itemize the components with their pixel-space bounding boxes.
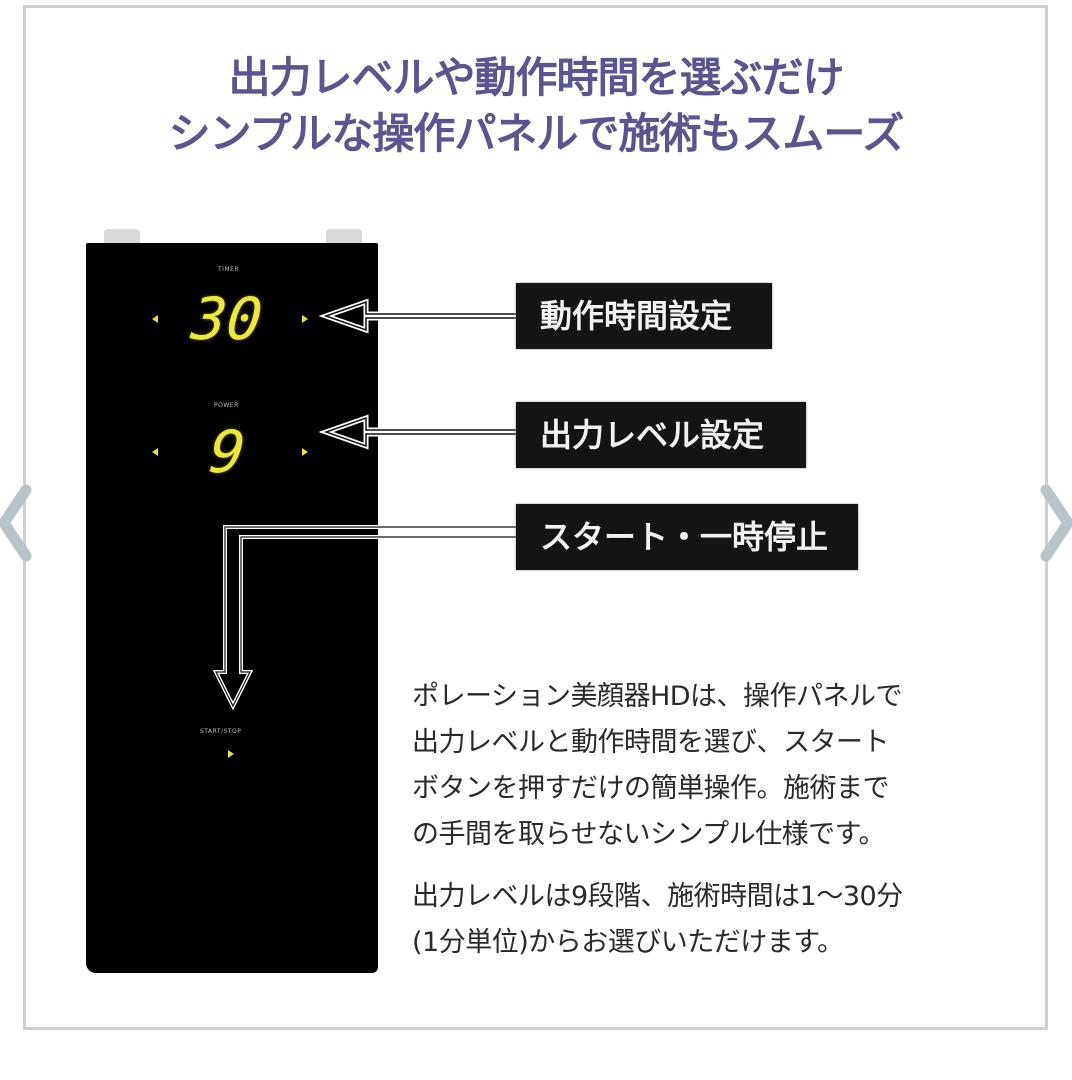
description-line: の手間を取らせないシンプル仕様です。 — [412, 819, 885, 850]
control-panel-device — [86, 243, 378, 973]
description-line: (1分単位)からお選びいただけます。 — [412, 927, 844, 958]
headline: 出力レベルや動作時間を選ぶだけ シンプルな操作パネルで施術もスムーズ — [0, 50, 1072, 162]
headline-line-1: 出力レベルや動作時間を選ぶだけ — [228, 53, 844, 102]
chevron-left-icon[interactable] — [0, 478, 40, 568]
chevron-right-icon[interactable] — [1032, 478, 1072, 568]
description-line: 出力レベルは9段階、施術時間は1〜30分 — [412, 881, 903, 912]
timer-increase-icon[interactable] — [302, 315, 308, 323]
description-paragraph-2: 出力レベルは9段階、施術時間は1〜30分 (1分単位)からお選びいただけます。 — [412, 874, 1012, 966]
description-paragraph-1: ポレーション美顔器HDは、操作パネルで 出力レベルと動作時間を選び、スタート ボ… — [412, 674, 1012, 858]
timer-label: TIMER — [218, 266, 240, 273]
callout-power-setting: 出力レベル設定 — [516, 402, 806, 468]
description-line: 出力レベルと動作時間を選び、スタート — [412, 727, 890, 758]
headline-line-2: シンプルな操作パネルで施術もスムーズ — [168, 109, 905, 158]
power-increase-icon[interactable] — [302, 448, 308, 456]
callout-start-pause: スタート・一時停止 — [516, 504, 858, 570]
power-label: POWER — [214, 402, 239, 409]
power-decrease-icon[interactable] — [152, 448, 158, 456]
device-top-tab — [104, 229, 140, 245]
timer-decrease-icon[interactable] — [152, 315, 158, 323]
description-line: ポレーション美顔器HDは、操作パネルで — [412, 681, 903, 712]
start-stop-button-icon[interactable] — [228, 750, 234, 758]
description-line: ボタンを押すだけの簡単操作。施術まで — [412, 773, 890, 804]
device-top-tab — [326, 229, 362, 245]
callout-timer-setting: 動作時間設定 — [516, 283, 772, 349]
start-stop-label: START/STOP — [200, 728, 242, 735]
